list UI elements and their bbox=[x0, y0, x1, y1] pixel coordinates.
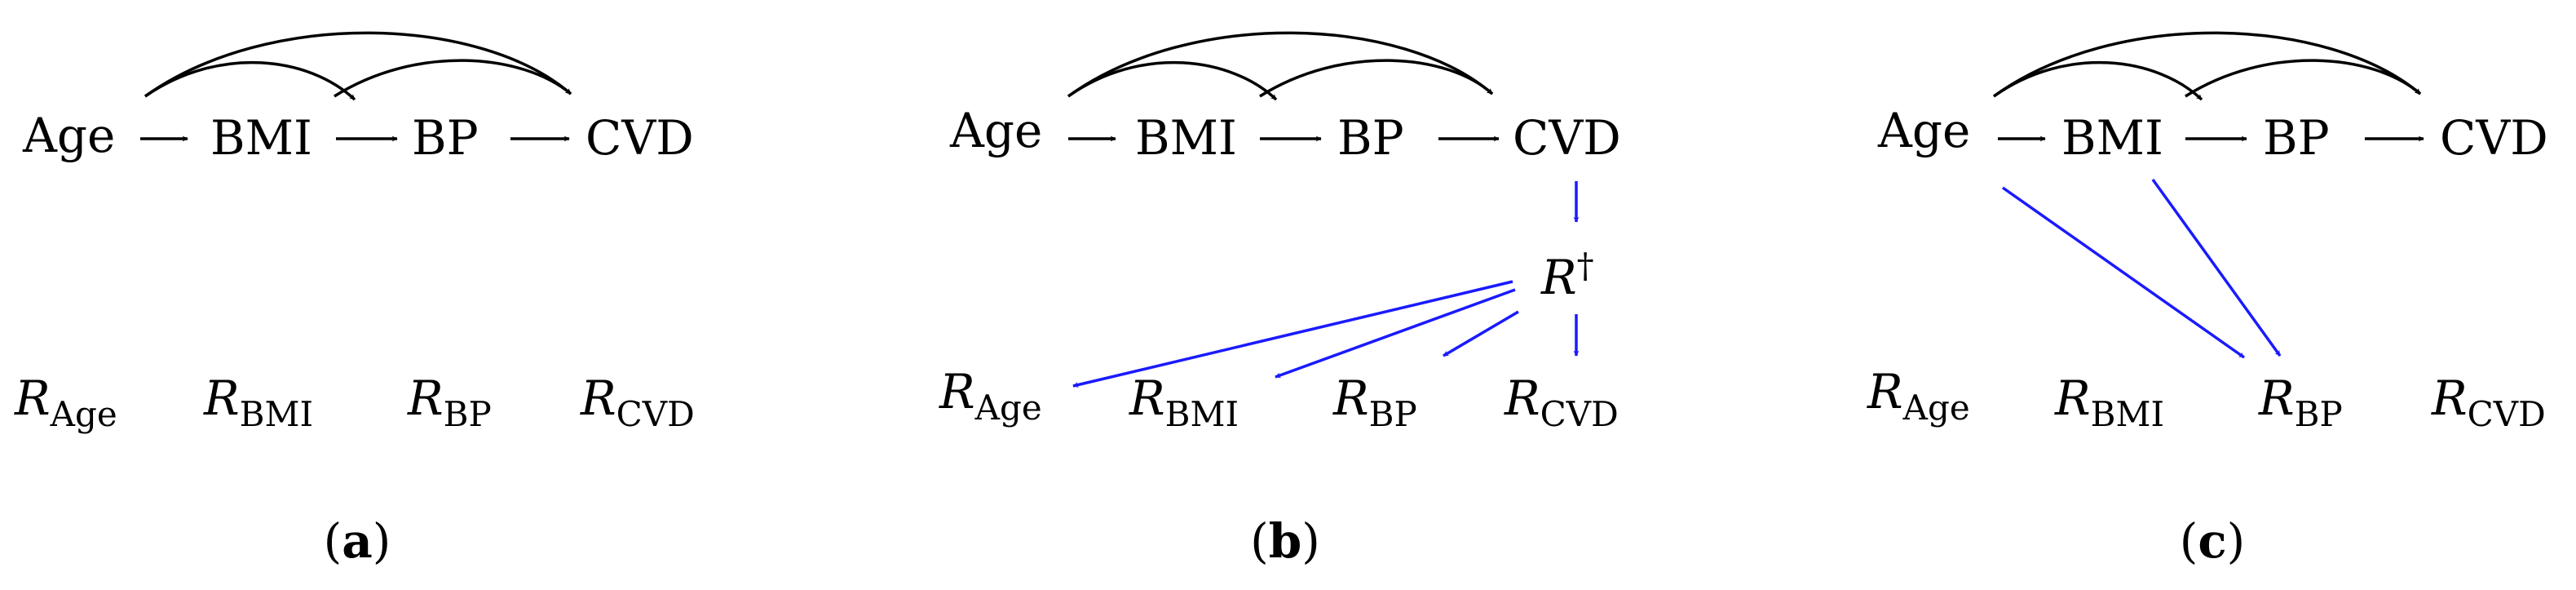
edge-age-rbp bbox=[2001, 186, 2246, 359]
edge-age-cvd-curve bbox=[1992, 31, 2422, 98]
node-cvd: CVD bbox=[585, 110, 694, 166]
r-node-cvd: RCVD bbox=[580, 370, 695, 434]
edge-age-bp-curve bbox=[1992, 60, 2203, 101]
edge-bmi-rbp bbox=[2151, 178, 2282, 357]
edge-age-bp-curve bbox=[1067, 60, 1278, 101]
r-node-cvd: RCVD bbox=[2431, 370, 2546, 434]
edge-bmi-cvd-curve bbox=[2185, 59, 2422, 98]
panel-label-b: (b) bbox=[1250, 513, 1320, 569]
node-bmi: BMI bbox=[2061, 110, 2163, 166]
node-age: Age bbox=[949, 103, 1042, 158]
edge-bmi-cvd-curve bbox=[1259, 59, 1494, 98]
node-age: Age bbox=[1877, 103, 1970, 158]
edge-age-cvd-curve bbox=[144, 31, 572, 98]
node-age: Age bbox=[22, 108, 115, 163]
panel-c: Age BMI BP CVD RAge RBMI RBP RCVD (c) bbox=[1867, 31, 2548, 569]
edge-rdagger-rage bbox=[1072, 280, 1513, 388]
edge-rdagger-rbmi bbox=[1275, 288, 1516, 379]
panel-label-a: (a) bbox=[324, 513, 391, 569]
r-node-age: RAge bbox=[14, 370, 117, 434]
r-node-bmi: RBMI bbox=[1129, 370, 1239, 434]
node-bp: BP bbox=[1337, 110, 1404, 166]
r-node-age: RAge bbox=[1867, 364, 1970, 428]
node-bp: BP bbox=[2263, 110, 2330, 166]
r-node-bp: RBP bbox=[2258, 370, 2343, 434]
panel-b: Age BMI BP CVD R† RAge RBMI RBP RCVD (b) bbox=[939, 31, 1621, 569]
r-node-bmi: RBMI bbox=[203, 370, 313, 434]
node-bmi: BMI bbox=[1135, 110, 1237, 166]
node-bp: BP bbox=[412, 110, 479, 166]
r-node-cvd: RCVD bbox=[1504, 370, 1619, 434]
edge-rdagger-rbp bbox=[1443, 310, 1519, 357]
node-cvd: CVD bbox=[2440, 110, 2548, 166]
node-cvd: CVD bbox=[1513, 110, 1621, 166]
r-node-bmi: RBMI bbox=[2054, 370, 2164, 434]
r-dagger-node: R† bbox=[1540, 246, 1594, 305]
r-node-bp: RBP bbox=[407, 370, 492, 434]
edge-age-bp-curve bbox=[144, 60, 356, 101]
edge-bmi-cvd-curve bbox=[334, 59, 572, 98]
r-node-age: RAge bbox=[939, 364, 1042, 428]
panel-label-c: (c) bbox=[2180, 513, 2246, 569]
edge-age-cvd-curve bbox=[1067, 31, 1494, 98]
panel-a: Age BMI BP CVD RAge RBMI RBP RCVD (a) bbox=[14, 31, 695, 569]
node-bmi: BMI bbox=[210, 110, 312, 166]
r-node-bp: RBP bbox=[1332, 370, 1417, 434]
